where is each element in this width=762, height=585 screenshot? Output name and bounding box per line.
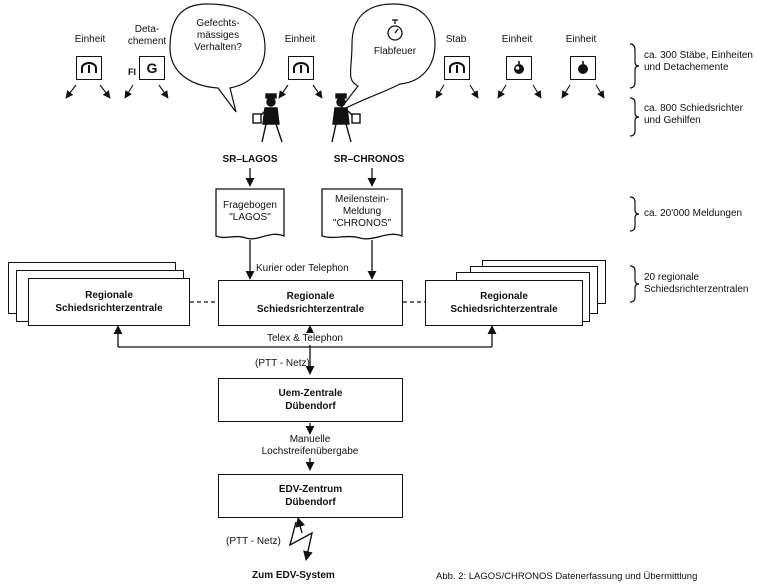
unit-symbol-bomb-icon xyxy=(570,56,596,80)
uem-centre: Uem-Zentrale Dübendorf xyxy=(218,378,403,422)
referee-label-lagos: SR–LAGOS xyxy=(222,154,278,165)
unit-symbol-arc-icon xyxy=(288,56,314,80)
edv-centre: EDV-Zentrum Dübendorf xyxy=(218,474,403,518)
unit-symbol-grenade-icon xyxy=(506,56,532,80)
link-label-telex: Telex & Telephon xyxy=(265,333,345,345)
unit-label-einheit-2: Einheit xyxy=(284,34,316,45)
unit-label-einheit-4: Einheit xyxy=(565,34,597,45)
bubble-left xyxy=(169,3,266,113)
unit-label-stab: Stab xyxy=(445,34,467,45)
bubble-text-right: Flabfeuer xyxy=(373,46,417,57)
regional-centre-middle: Regionale Schiedsrichterzentrale xyxy=(218,280,403,326)
main-arrows xyxy=(245,168,377,280)
unit-symbol-detachement: G xyxy=(139,56,165,80)
regional-centre-middle-label: Regionale Schiedsrichterzentrale xyxy=(256,291,365,315)
bubble-right xyxy=(337,3,436,113)
regional-centre-left: Regionale Schiedsrichterzentrale xyxy=(28,278,190,326)
regional-centre-right: Regionale Schiedsrichterzentrale xyxy=(425,280,583,326)
referee-label-chronos: SR–CHRONOS xyxy=(333,154,405,165)
stopwatch-icon xyxy=(387,19,403,41)
edv-system-label: Zum EDV-System xyxy=(252,570,335,581)
uem-centre-label: Uem-Zentrale Dübendorf xyxy=(278,388,343,412)
bubble-text-left: Gefechts- mässiges Verhalten? xyxy=(194,18,242,53)
link-label-courier: Kurier oder Telephon xyxy=(256,263,349,274)
referee-figure-left xyxy=(252,93,283,143)
regional-centre-right-label: Regionale Schiedsrichterzentrale xyxy=(450,291,558,315)
link-label-ptt-2: (PTT - Netz) xyxy=(226,536,281,547)
unit-label-detachement: Deta- chement xyxy=(127,24,167,47)
referee-figure-right xyxy=(331,93,361,143)
annotation-referees: ca. 800 Schiedsrichter und Gehilfen xyxy=(644,103,743,126)
annotation-regional-centres: 20 regionale Schiedsrichterzentralen xyxy=(644,272,749,295)
fl-mark: Fl xyxy=(128,67,136,77)
unit-arrows xyxy=(65,84,605,99)
annotation-units: ca. 300 Stäbe, Einheiten und Detachement… xyxy=(644,50,753,73)
edv-centre-label: EDV-Zentrum Dübendorf xyxy=(278,484,343,508)
unit-symbol-arc-icon xyxy=(76,56,102,80)
regional-centre-left-label: Regionale Schiedsrichterzentrale xyxy=(55,290,163,314)
lightning-link xyxy=(288,521,314,561)
unit-label-einheit-1: Einheit xyxy=(74,34,106,45)
link-label-ptt-1: (PTT - Netz) xyxy=(255,358,310,369)
link-label-manual: Manuelle Lochstreifenübergabe xyxy=(261,434,359,457)
document-chronos xyxy=(321,188,403,240)
braces xyxy=(629,43,640,303)
unit-symbol-arc-icon xyxy=(444,56,470,80)
document-lagos xyxy=(215,188,285,240)
document-text-lagos: Fragebogen "LAGOS" xyxy=(223,200,277,223)
unit-label-einheit-3: Einheit xyxy=(501,34,533,45)
annotation-messages: ca. 20'000 Meldungen xyxy=(644,208,743,219)
document-text-chronos: Meilenstein- Meldung "CHRONOS" xyxy=(332,194,392,229)
figure-caption: Abb. 2: LAGOS/CHRONOS Datenerfassung und… xyxy=(436,571,698,582)
